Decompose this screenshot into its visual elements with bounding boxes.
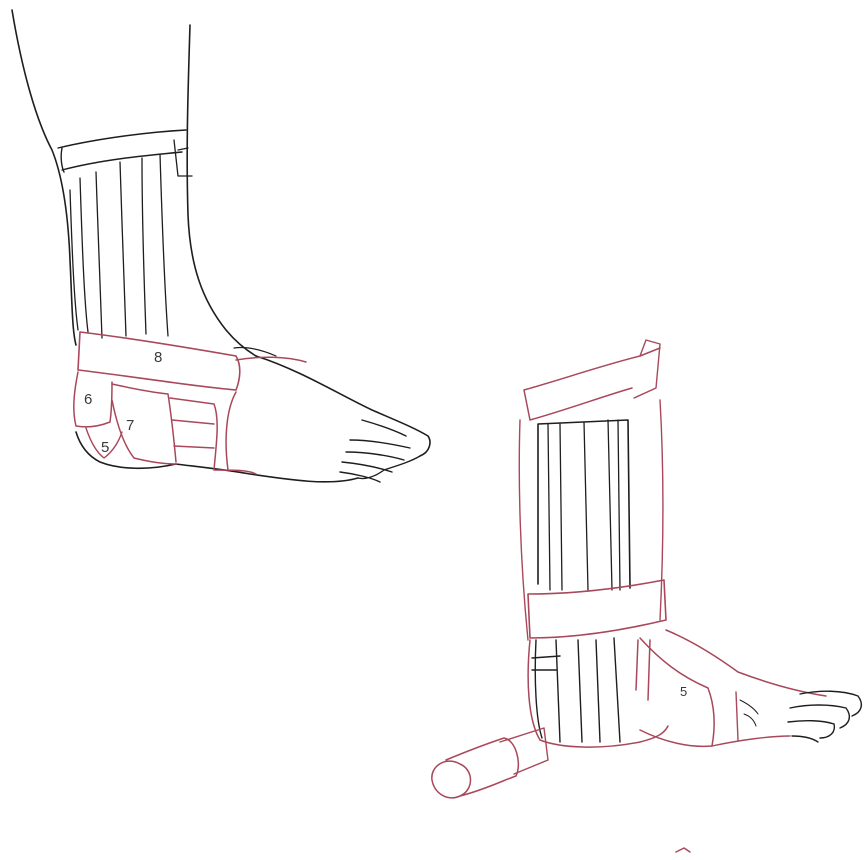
right-leg-left-side bbox=[519, 420, 528, 640]
label-8: 8 bbox=[154, 349, 162, 366]
left-toes bbox=[340, 420, 420, 482]
right-dorsum-marks bbox=[740, 700, 758, 726]
label-5: 5 bbox=[101, 439, 109, 456]
left-foot-dorsum bbox=[256, 356, 430, 456]
right-underwrap-top bbox=[524, 348, 660, 420]
tape-roll bbox=[432, 738, 519, 798]
left-underwrap-tab bbox=[174, 140, 192, 176]
right-foot-figure bbox=[432, 340, 862, 852]
label-5-right: 5 bbox=[680, 684, 687, 699]
right-lower-stirrups bbox=[532, 638, 620, 742]
right-shadow-tick bbox=[676, 848, 690, 852]
left-foot-figure bbox=[12, 10, 430, 482]
right-ankle-band bbox=[528, 580, 666, 638]
left-stirrup-strips bbox=[70, 154, 168, 338]
left-band-7 bbox=[112, 384, 176, 464]
left-leg-outline bbox=[12, 10, 76, 345]
left-forefoot-wrap bbox=[170, 357, 306, 474]
right-forefoot-sole bbox=[712, 692, 790, 746]
left-band-6 bbox=[74, 372, 112, 427]
left-underwrap-top bbox=[58, 130, 186, 172]
right-leg-right-side bbox=[660, 400, 663, 620]
right-stirrup-strips bbox=[548, 420, 620, 590]
right-toes bbox=[788, 691, 861, 742]
label-6: 6 bbox=[84, 391, 92, 408]
right-figure-labels: 5 bbox=[680, 684, 687, 699]
label-7: 7 bbox=[126, 417, 134, 434]
right-band-5 bbox=[636, 638, 714, 746]
right-underwrap-tab bbox=[634, 340, 660, 398]
right-foot-dorsum bbox=[666, 630, 826, 696]
left-shin-outline bbox=[187, 25, 256, 356]
